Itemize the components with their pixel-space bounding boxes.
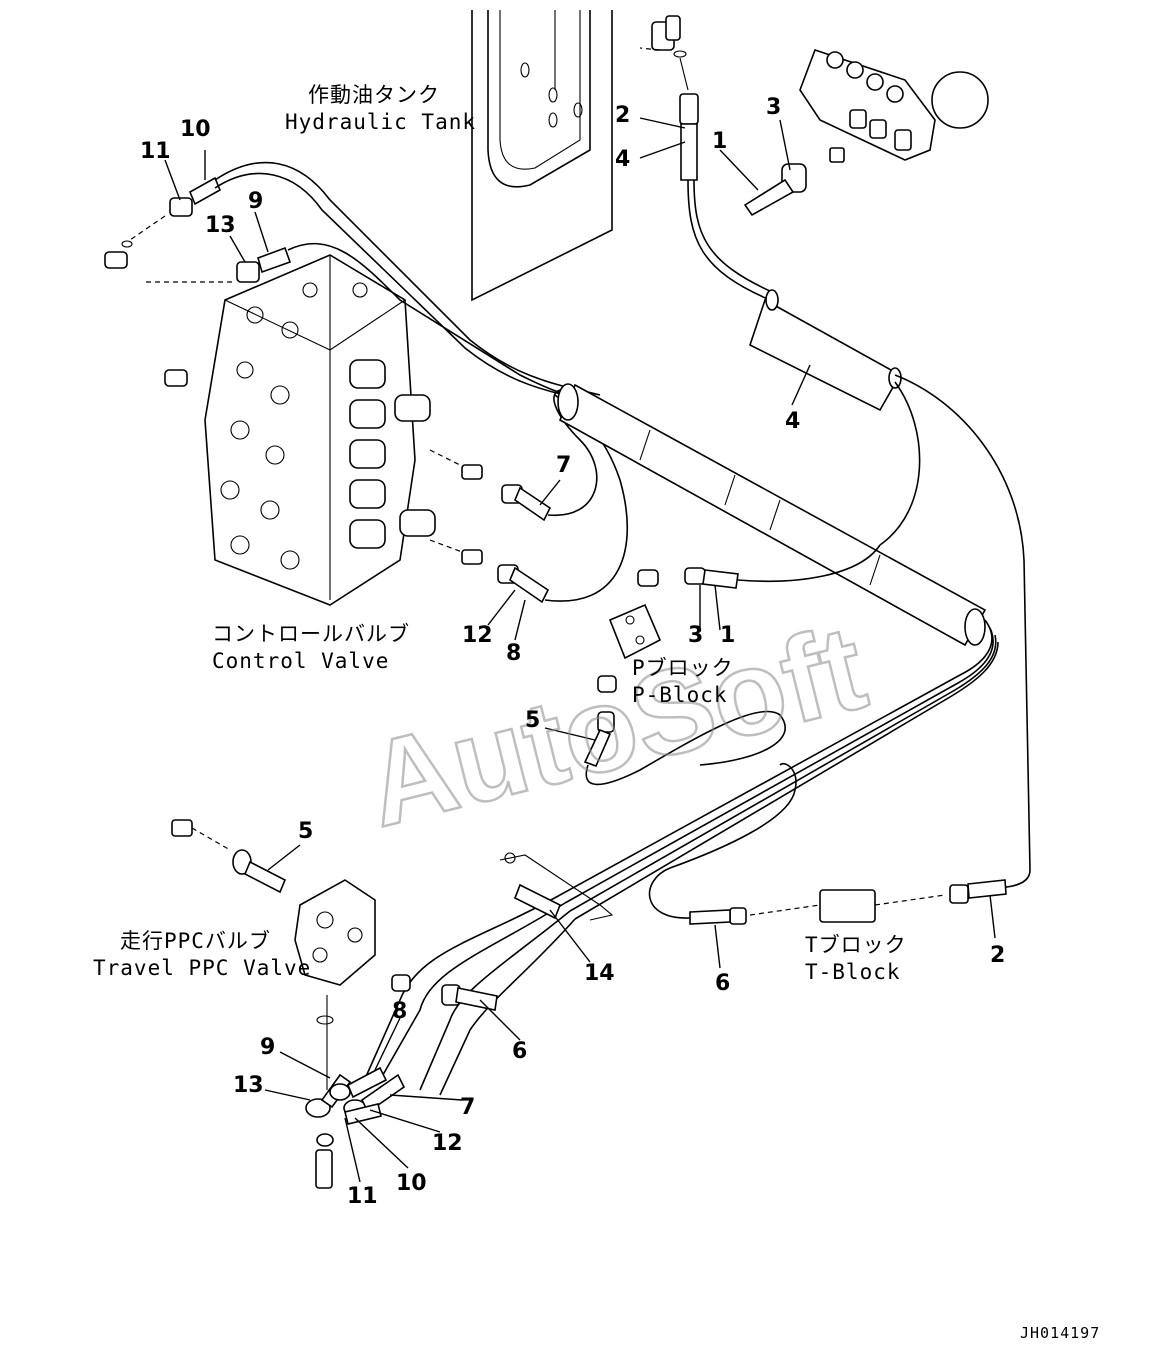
callout-9: 9	[248, 189, 263, 214]
callout-7: 7	[556, 453, 571, 478]
callout-3: 3	[688, 623, 703, 648]
callout-11: 11	[140, 139, 171, 164]
hose-sleeve-4	[749, 289, 1031, 889]
hydraulic-tank-label-en: Hydraulic Tank	[285, 110, 476, 134]
p-block-label-jp: Pブロック	[632, 656, 734, 680]
t-block	[648, 763, 1007, 925]
callout-11: 11	[347, 1184, 378, 1209]
callout-14: 14	[584, 961, 615, 986]
callout-8: 8	[506, 641, 521, 666]
hoses-7-8	[497, 389, 628, 604]
clamp-14	[499, 852, 614, 921]
t-block-label-jp: Tブロック	[805, 933, 907, 957]
hydraulic-tank-label-jp: 作動油タンク	[308, 83, 440, 107]
tank-return-fitting	[639, 15, 773, 301]
callout-6: 6	[715, 971, 730, 996]
callout-1: 1	[712, 129, 727, 154]
callout-5: 5	[298, 819, 313, 844]
callout-13: 13	[233, 1073, 264, 1098]
control-valve-label-jp: コントロールバルブ	[212, 622, 410, 646]
callout-8: 8	[392, 999, 407, 1024]
hydraulic-tank	[471, 10, 613, 302]
callout-13: 13	[205, 213, 236, 238]
leader-lines	[164, 117, 996, 1183]
callout-10: 10	[396, 1171, 427, 1196]
callout-1: 1	[720, 623, 735, 648]
travel-ppc-valve	[171, 819, 498, 1189]
callout-3: 3	[766, 95, 781, 120]
callout-10: 10	[180, 117, 211, 142]
callout-2: 2	[990, 943, 1005, 968]
callout-7: 7	[460, 1095, 475, 1120]
callout-12: 12	[432, 1131, 463, 1156]
travel-ppc-label-en: Travel PPC Valve	[93, 956, 311, 980]
bottom-fitting-cluster	[305, 1066, 406, 1125]
callout-4: 4	[615, 147, 630, 172]
t-block-label-en: T-Block	[805, 960, 901, 984]
drawing-code: JH014197	[1020, 1324, 1100, 1342]
p-block	[583, 544, 881, 786]
callout-2: 2	[615, 103, 630, 128]
callout-12: 12	[462, 623, 493, 648]
travel-ppc-label-jp: 走行PPCバルブ	[120, 929, 271, 953]
p-block-label-en: P-Block	[632, 683, 728, 707]
control-valve-label-en: Control Valve	[212, 649, 389, 673]
callout-9: 9	[260, 1035, 275, 1060]
watermark-text: AutoSoft	[354, 600, 878, 853]
control-valve	[104, 251, 483, 606]
main-tube-bundle	[359, 383, 999, 1096]
callout-4: 4	[785, 409, 800, 434]
callout-5: 5	[525, 708, 540, 733]
callout-6: 6	[512, 1039, 527, 1064]
pump-manifold	[743, 48, 989, 217]
